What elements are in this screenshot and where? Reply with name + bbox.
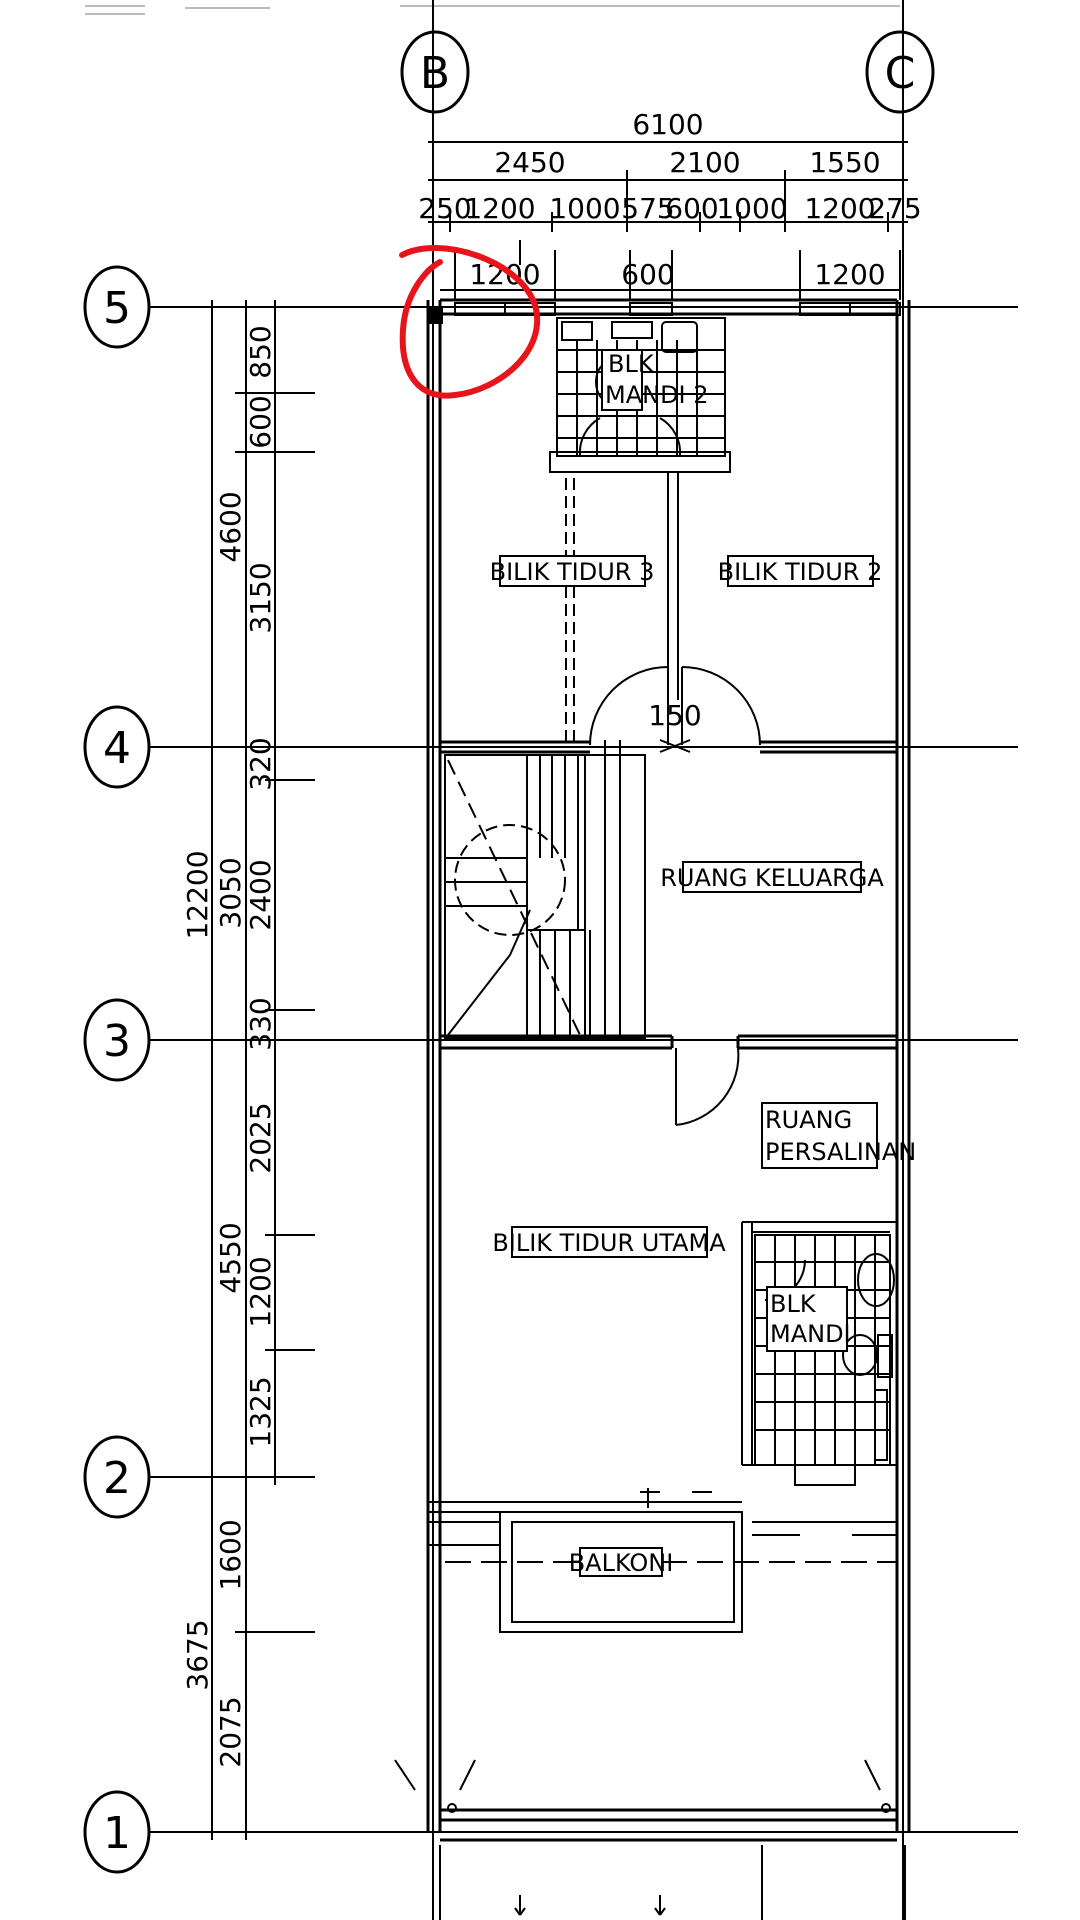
label-blk-mandi-2-line2: MANDI 2 xyxy=(605,381,709,409)
master-door xyxy=(675,1047,740,1126)
dim-2075: 2075 xyxy=(214,1696,247,1767)
dim-window-1200-a: 1200 xyxy=(469,258,540,291)
dim-1200-b: 1200 xyxy=(804,192,875,225)
corner-column xyxy=(429,308,443,324)
dim-12200: 12200 xyxy=(181,850,214,939)
svg-text:5: 5 xyxy=(103,283,131,334)
dim-seg-2100: 2100 xyxy=(669,146,740,179)
grid-bubble-5: 5 xyxy=(83,265,151,349)
dim-275: 275 xyxy=(868,192,921,225)
grid-bubble-4: 4 xyxy=(83,705,151,789)
label-ruang-persalinan-line1: RUANG xyxy=(765,1106,852,1134)
left-dimension-lines xyxy=(205,300,315,1840)
label-balkoni: BALKONI xyxy=(569,1549,674,1577)
svg-text:B: B xyxy=(420,48,450,99)
balcony xyxy=(428,1488,897,1633)
dim-2025: 2025 xyxy=(244,1102,277,1173)
label-ruang-persalinan-line2: PERSALINAN xyxy=(765,1138,916,1166)
dim-600-side: 600 xyxy=(244,395,277,448)
dim-window-600: 600 xyxy=(621,258,674,291)
dim-575: 575 xyxy=(621,192,674,225)
dim-4550: 4550 xyxy=(214,1222,247,1293)
label-blk-mandi-line2: MANDI xyxy=(770,1320,851,1348)
dim-window-1200-b: 1200 xyxy=(814,258,885,291)
grid-bubble-3: 3 xyxy=(83,998,151,1082)
label-frame-balkoni xyxy=(579,1547,663,1577)
dim-2400: 2400 xyxy=(244,859,277,930)
label-frame-ruang-persalinan xyxy=(761,1102,878,1169)
dim-600-a: 600 xyxy=(665,192,718,225)
label-bilik-tidur-utama: BILIK TIDUR UTAMA xyxy=(492,1229,726,1257)
svg-text:1: 1 xyxy=(103,1808,131,1859)
dim-seg-2450: 2450 xyxy=(494,146,565,179)
top-dimension-lines xyxy=(428,132,908,300)
grid-bubble-C: C xyxy=(865,30,935,114)
label-ruang-keluarga: RUANG KELUARGA xyxy=(660,864,884,892)
dim-330: 330 xyxy=(244,997,277,1050)
dim-250: 250 xyxy=(418,192,471,225)
wall-grid-3 xyxy=(440,1034,897,1050)
dim-3675: 3675 xyxy=(181,1619,214,1690)
bedroom-doors xyxy=(589,666,761,753)
dim-3050: 3050 xyxy=(214,857,247,928)
dim-3150: 3150 xyxy=(244,562,277,633)
grid-bubble-2: 2 xyxy=(83,1435,151,1519)
dim-1000-b: 1000 xyxy=(716,192,787,225)
wall-grid-4 xyxy=(440,740,897,754)
label-frame-bilik-tidur-3 xyxy=(499,555,646,587)
svg-text:4: 4 xyxy=(103,723,131,774)
dim-1200-a: 1200 xyxy=(464,192,535,225)
bedroom-partition xyxy=(565,472,679,745)
dim-850: 850 xyxy=(244,325,277,378)
svg-text:C: C xyxy=(885,48,916,99)
label-frame-blk-mandi xyxy=(766,1286,848,1352)
dim-1325: 1325 xyxy=(244,1376,277,1447)
dim-320: 320 xyxy=(244,737,277,790)
svg-text:2: 2 xyxy=(103,1453,131,1504)
label-blk-mandi-2-line1: BLK xyxy=(608,350,655,378)
dim-1600: 1600 xyxy=(214,1519,247,1590)
dim-overall: 6100 xyxy=(632,108,703,141)
dim-4600: 4600 xyxy=(214,491,247,562)
label-frame-bilik-tidur-utama xyxy=(511,1226,708,1258)
top-windows xyxy=(454,302,901,316)
master-bathroom-fixtures xyxy=(741,1221,897,1486)
header-scraps xyxy=(85,5,900,15)
dim-seg-1550: 1550 xyxy=(809,146,880,179)
label-frame-bilik-tidur-2 xyxy=(727,555,874,587)
label-bilik-tidur-3: BILIK TIDUR 3 xyxy=(490,558,655,586)
dim-1000-a: 1000 xyxy=(549,192,620,225)
dim-1200-side: 1200 xyxy=(244,1256,277,1327)
grid-bubble-B: B xyxy=(400,30,470,114)
label-bilik-tidur-2: BILIK TIDUR 2 xyxy=(718,558,883,586)
dim-150: 150 xyxy=(648,699,701,732)
grid-bubble-1: 1 xyxy=(83,1790,151,1874)
bottom-details xyxy=(394,1759,906,1920)
red-circle-annotation xyxy=(399,245,540,399)
label-frame-ruang-keluarga xyxy=(682,861,862,893)
label-blk-mandi-line1: BLK xyxy=(770,1290,817,1318)
svg-text:3: 3 xyxy=(103,1016,131,1067)
label-frame-blk-mandi-2 xyxy=(601,349,643,411)
staircase xyxy=(444,740,646,1039)
